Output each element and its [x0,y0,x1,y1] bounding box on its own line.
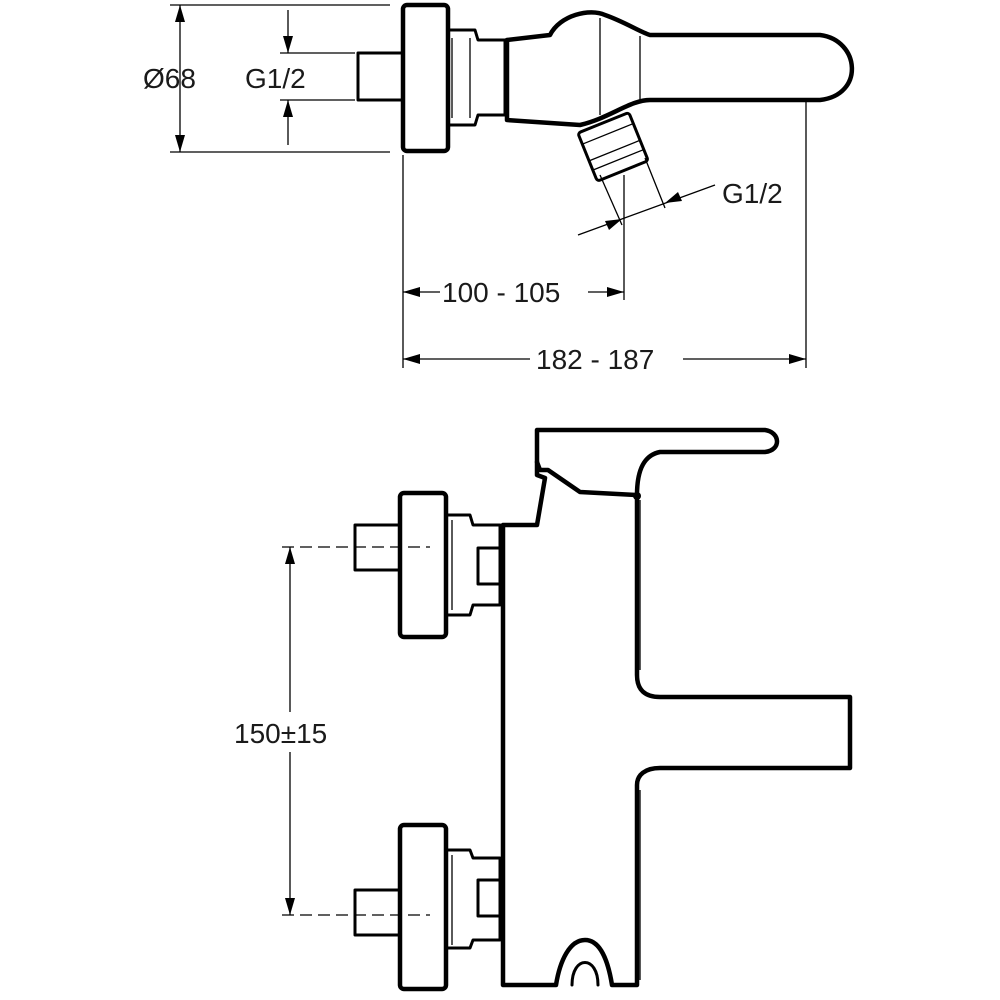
front-mixer-body [500,459,853,988]
diameter-label: Ø68 [143,63,196,94]
hose-connector [570,961,600,987]
center-distance-label: 150±15 [234,718,327,749]
top-body-neck [446,28,507,127]
top-mixer-body [504,10,855,128]
lower-eccentric [353,822,502,992]
upper-eccentric [353,490,502,640]
front-lever-handle [534,427,780,498]
wall-to-outlet-label: 100 - 105 [442,277,560,308]
inlet-thread-label: G1/2 [245,63,306,94]
top-outlet-fitting [577,111,649,182]
outlet-thread-label: G1/2 [722,178,783,209]
top-inlet-stub [356,51,405,102]
front-view: 150±15 [234,427,853,992]
top-view: Ø68 G1/2 G1/2 100 - 105 182 - 187 [143,2,855,375]
top-wall-flange [400,2,451,154]
wall-to-front-label: 182 - 187 [536,344,654,375]
